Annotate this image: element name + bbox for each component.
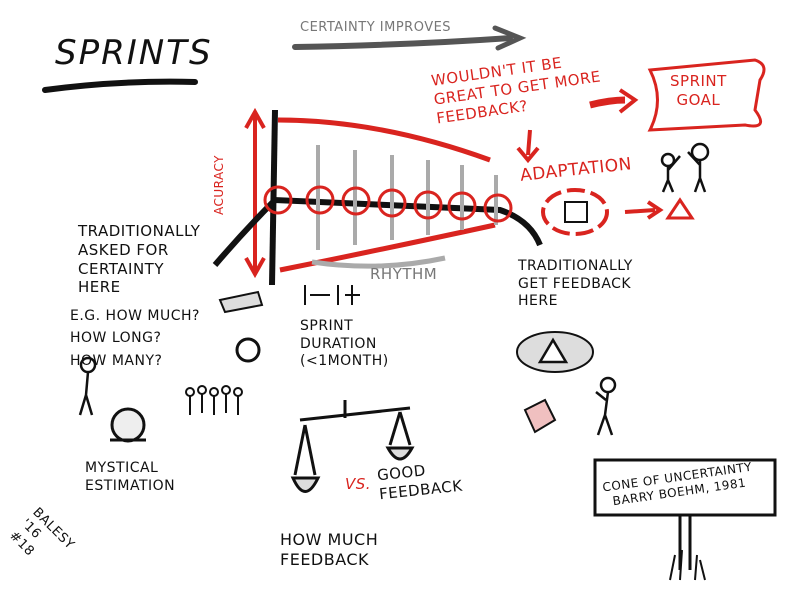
balance-scale-icon [290,400,415,493]
rhythm-label: RHYTHM [370,265,438,283]
mystical-estimation-label: MYSTICAL ESTIMATION [85,460,176,494]
duration-markers [304,285,360,305]
alarm-clock-icon [235,337,261,363]
crowd-figures-icon [185,385,243,415]
sprint-goal-scroll-icon [647,58,766,132]
certainty-arrowhead-icon [492,25,527,51]
page-title: SPRINTS [55,33,213,73]
arrow-to-goal-icon [589,96,626,109]
sign-board [593,458,777,517]
certainty-improves-label: CERTAINTY IMPROVES [300,20,452,35]
how-much-feedback-label: HOW MUCH FEEDBACK [280,530,379,569]
triangle-icon [665,197,695,220]
cone-lower-bound [279,222,496,273]
worried-figure-icon [78,356,97,416]
thinking-figure-icon [595,376,617,436]
accuracy-arrowheads-icon [244,107,266,279]
examples-label: E.G. HOW MUCH? HOW LONG? HOW MANY? [70,308,200,369]
pyramid-icon [537,337,569,364]
title-underline [42,78,198,93]
traditionally-asked-label: TRADITIONALLY ASKED FOR CERTAINTY HERE [78,222,201,297]
sprint-goal-label: SPRINT GOAL [670,72,727,109]
arrow-to-triangle-icon [624,200,664,220]
sprint-duration-label: SPRINT DURATION (<1MONTH) [300,318,389,369]
cone-upper-bound [277,117,491,163]
accuracy-label: ACURACY [212,154,226,215]
certainty-arrow [292,35,513,50]
grass-icon [669,549,706,581]
vs-label: VS. [345,475,372,493]
documents-icon [218,290,264,314]
sign-post [678,515,692,570]
rhythm-brace [311,255,446,269]
arrow-to-adaptation-icon [516,129,540,164]
sprint-circles [263,185,513,223]
broken-box-icon [523,398,557,434]
cone-timeline [212,196,543,267]
crystal-ball-icon [110,407,146,443]
box-icon [564,201,588,223]
traditionally-feedback-label: TRADITIONALLY GET FEEDBACK HERE [518,258,633,309]
adaptation-cloud-icon [541,188,609,236]
high-five-figures-icon [660,142,710,193]
